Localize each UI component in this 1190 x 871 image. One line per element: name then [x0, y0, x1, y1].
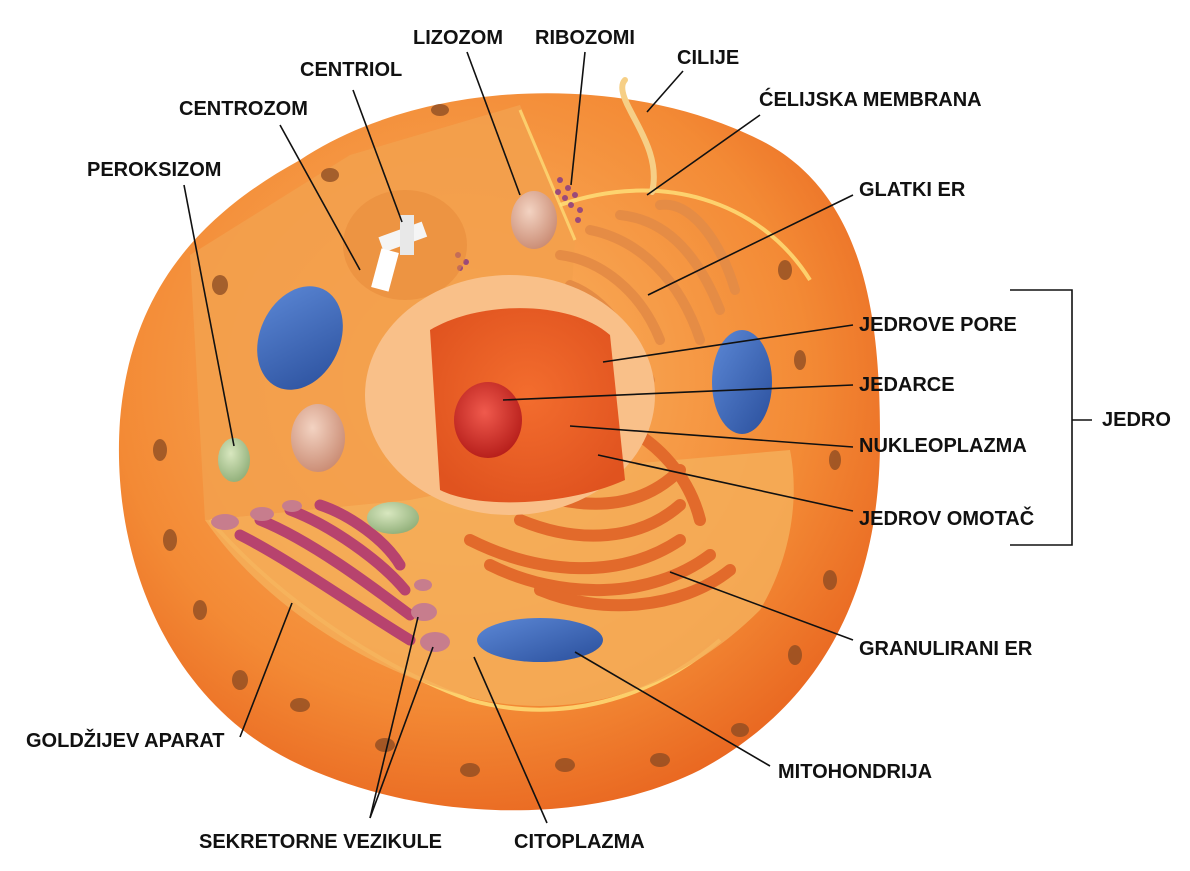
membrane-pores [153, 104, 841, 777]
label-ribozomi: RIBOZOMI [535, 27, 635, 49]
label-jedrov-omotac: JEDROV OMOTAČ [859, 508, 1035, 530]
peroxisome-2 [367, 502, 419, 534]
rough-er [464, 414, 736, 612]
label-centriol: CENTRIOL [300, 59, 403, 81]
mitochondria [257, 286, 772, 662]
vesicles [211, 500, 450, 652]
nucleus [365, 275, 655, 515]
label-jedro: JEDRO [1102, 409, 1171, 431]
label-jedarce: JEDARCE [859, 374, 955, 396]
label-sekretorne-vezikule: SEKRETORNE VEZIKULE [199, 831, 442, 853]
leader-lines [183, 51, 1092, 824]
label-mitohondrija: MITOHONDRIJA [778, 761, 933, 783]
cilia [619, 77, 657, 195]
label-peroksizom: PEROKSIZOM [87, 159, 222, 181]
lysosome-2 [291, 404, 345, 472]
lysosome [511, 191, 557, 249]
golgi-apparatus [234, 499, 416, 646]
label-jedrove-pore: JEDROVE PORE [859, 314, 1017, 336]
label-lizozom: LIZOZOM [413, 27, 503, 49]
peroxisome [218, 438, 250, 482]
label-glatki-er: GLATKI ER [859, 179, 966, 201]
label-cilije: CILIJE [677, 47, 740, 69]
label-granulirani-er: GRANULIRANI ER [859, 638, 1033, 660]
centriole [371, 215, 428, 292]
label-nukleoplazma: NUKLEOPLAZMA [859, 435, 1027, 457]
label-celijska-membrana: ĆELIJSKA MEMBRANA [759, 89, 982, 111]
label-centrozom: CENTROZOM [179, 98, 308, 120]
label-goldzijev-aparat: GOLDŽIJEV APARAT [26, 730, 225, 752]
label-citoplazma: CITOPLAZMA [514, 831, 645, 853]
